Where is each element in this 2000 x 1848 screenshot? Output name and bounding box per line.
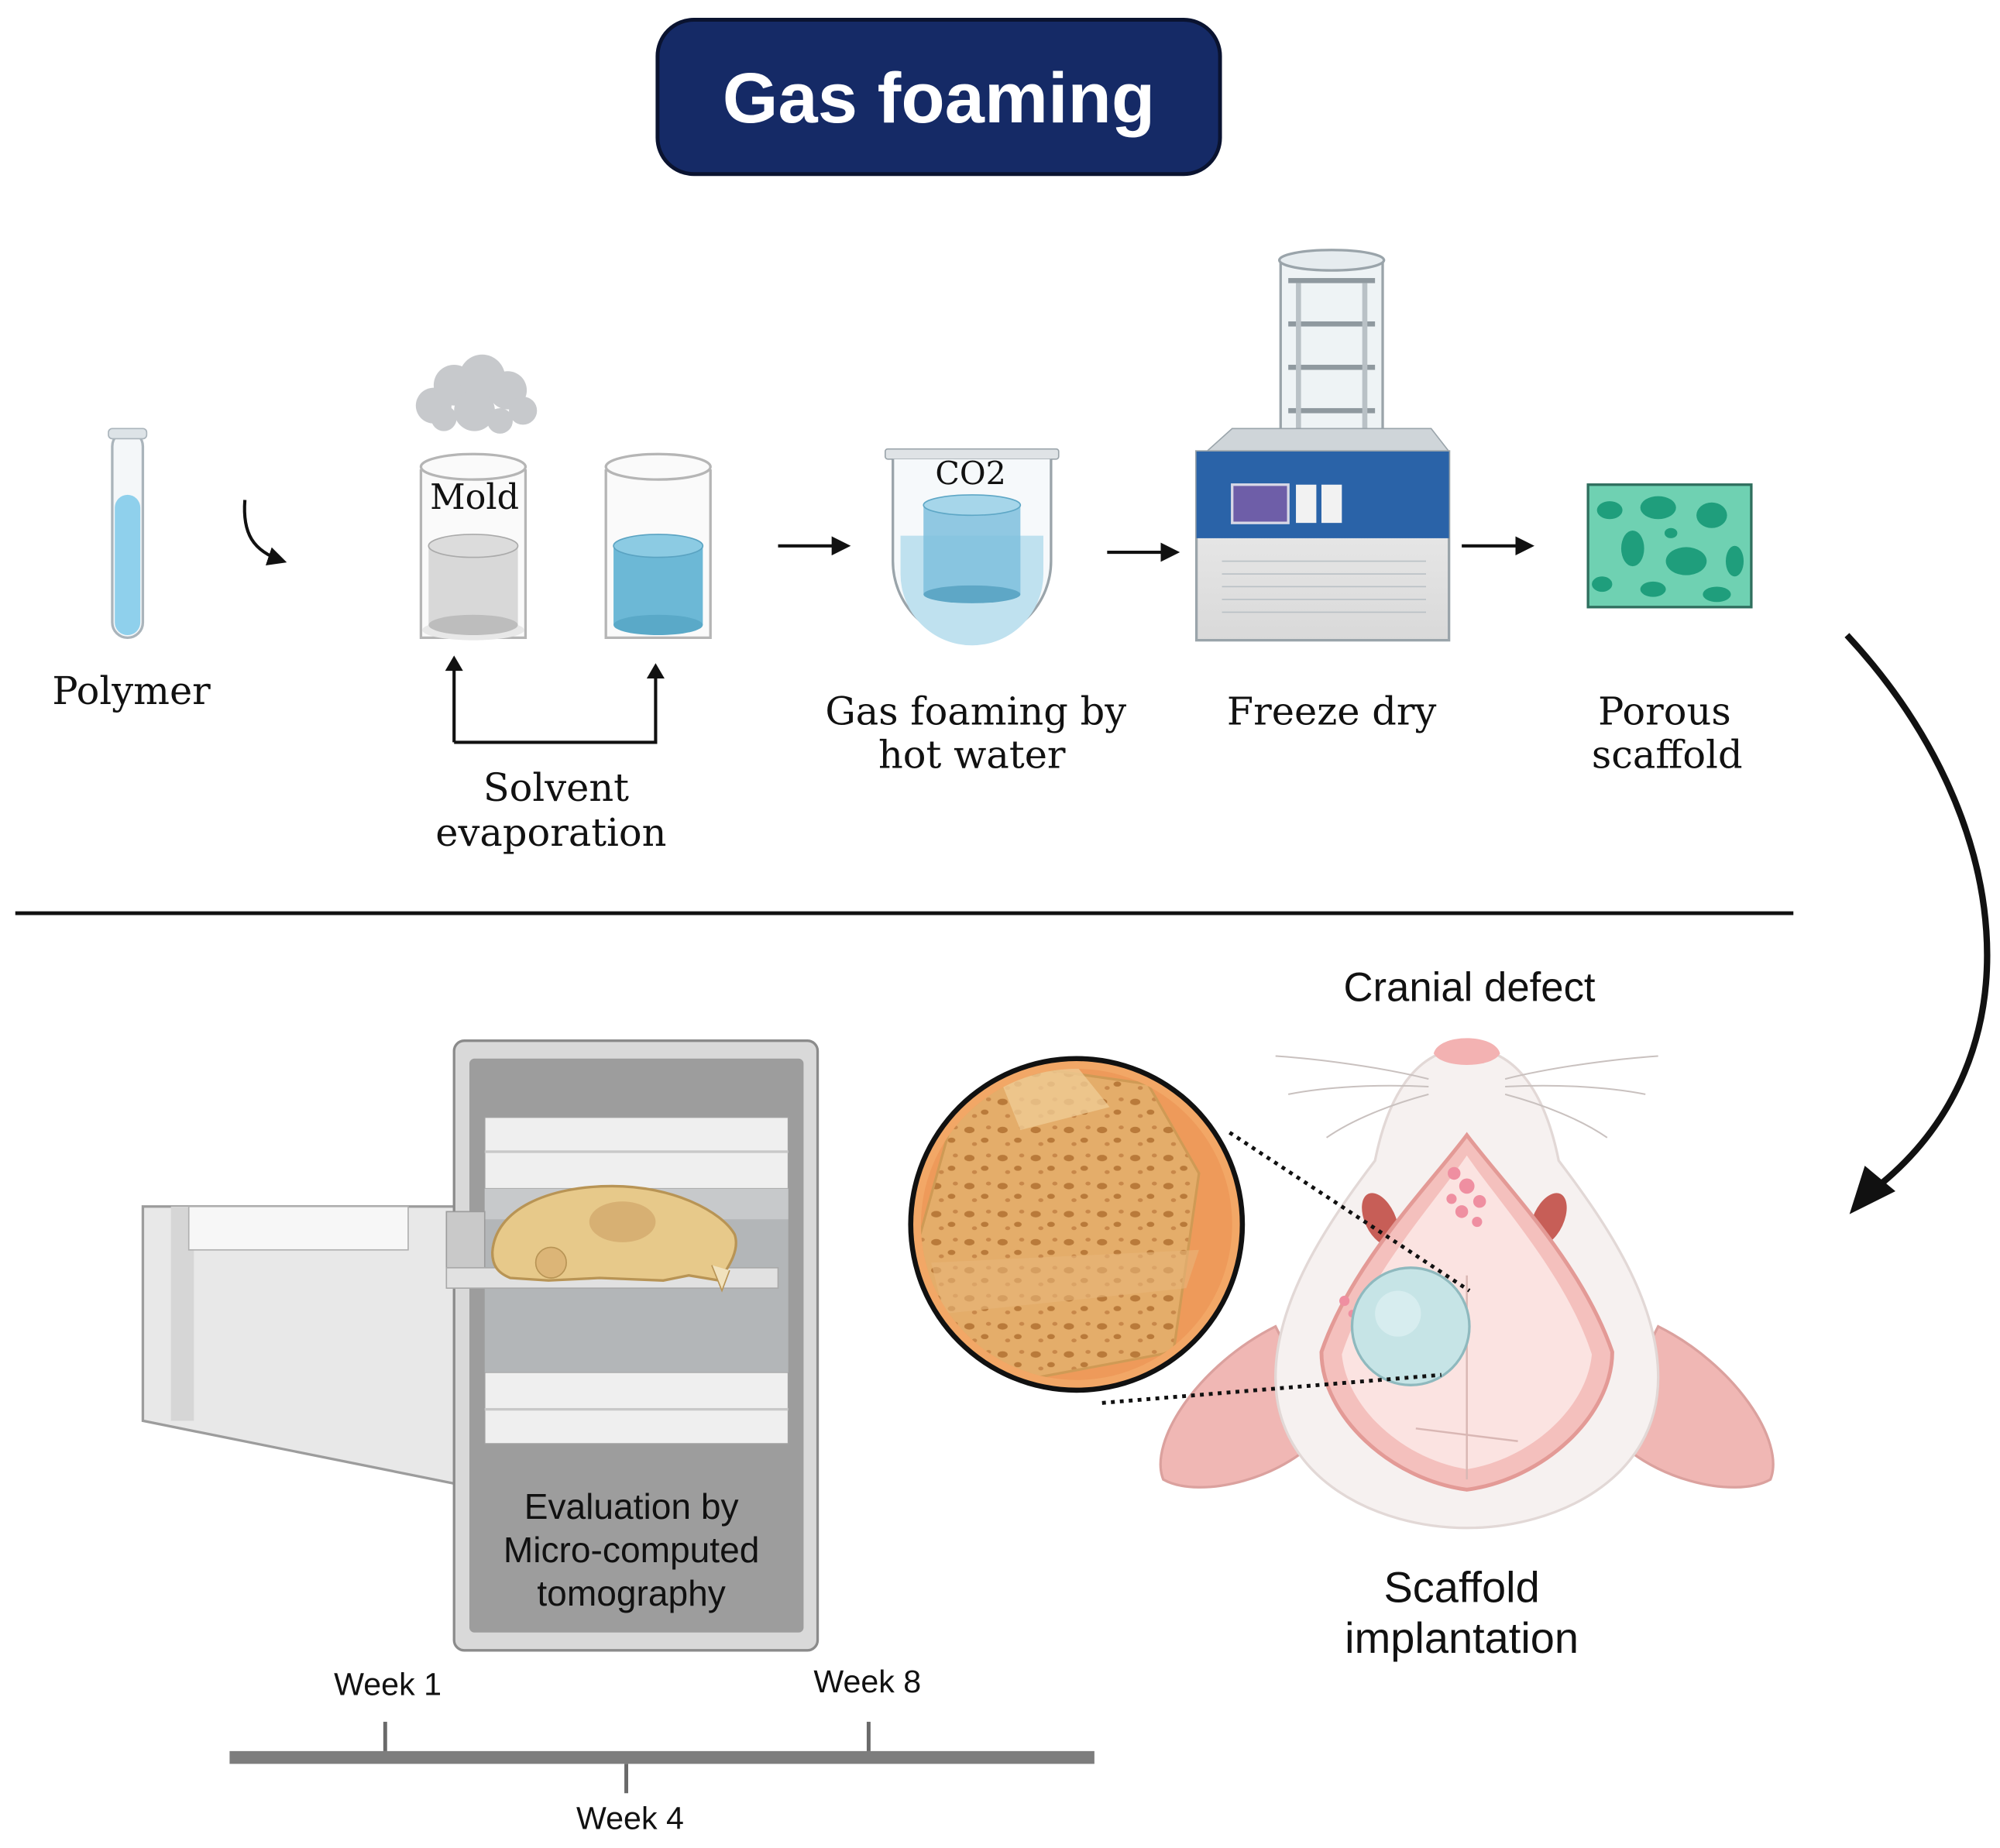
label-evaluation-line1: Evaluation by (524, 1487, 739, 1527)
co2-chamber-icon (884, 448, 1060, 646)
label-evaluation-line2: Micro-computed (503, 1530, 760, 1571)
large-curved-arrow-icon (1844, 633, 1991, 1191)
skull-icon (490, 1184, 737, 1293)
label-porous-line1: Porous (1598, 689, 1731, 735)
label-porous-line2: scaffold (1591, 733, 1743, 778)
title-banner: Gas foaming (655, 18, 1222, 177)
label-freeze-dry: Freeze dry (1226, 689, 1437, 735)
label-gas-foaming-line2: hot water (878, 733, 1066, 778)
label-solvent-line2: evaporation (435, 811, 667, 856)
label-gas-foaming-line1: Gas foaming by (825, 689, 1127, 735)
timeline-week1: Week 1 (334, 1667, 442, 1703)
label-solvent-line1: Solvent (483, 766, 630, 812)
label-evaluation-line3: tomography (537, 1574, 726, 1614)
label-polymer: Polymer (52, 669, 211, 715)
page-title: Gas foaming (722, 57, 1156, 138)
label-mold: Mold (430, 478, 520, 518)
mold-beaker-icon (419, 452, 527, 641)
timeline-week4: Week 4 (576, 1801, 684, 1837)
rat-head-icon (1159, 1038, 1775, 1530)
porous-scaffold-icon (1586, 483, 1753, 609)
freeze-dryer-icon (1194, 249, 1451, 642)
label-scaffold-implantation-line2: implantation (1345, 1614, 1579, 1664)
curved-arrow-icon (242, 500, 287, 566)
bone-magnified-view (908, 1056, 1246, 1393)
label-scaffold-implantation-line1: Scaffold (1383, 1563, 1540, 1613)
vapor-cloud-icon (415, 354, 538, 434)
timeline-week8: Week 8 (813, 1664, 922, 1701)
label-co2: CO2 (935, 455, 1006, 493)
timeline (229, 1722, 1095, 1794)
solvent-cycle-arrows (452, 663, 658, 744)
test-tube-icon (108, 428, 148, 639)
solution-beaker-icon (604, 452, 712, 639)
label-cranial-defect: Cranial defect (1343, 964, 1596, 1011)
